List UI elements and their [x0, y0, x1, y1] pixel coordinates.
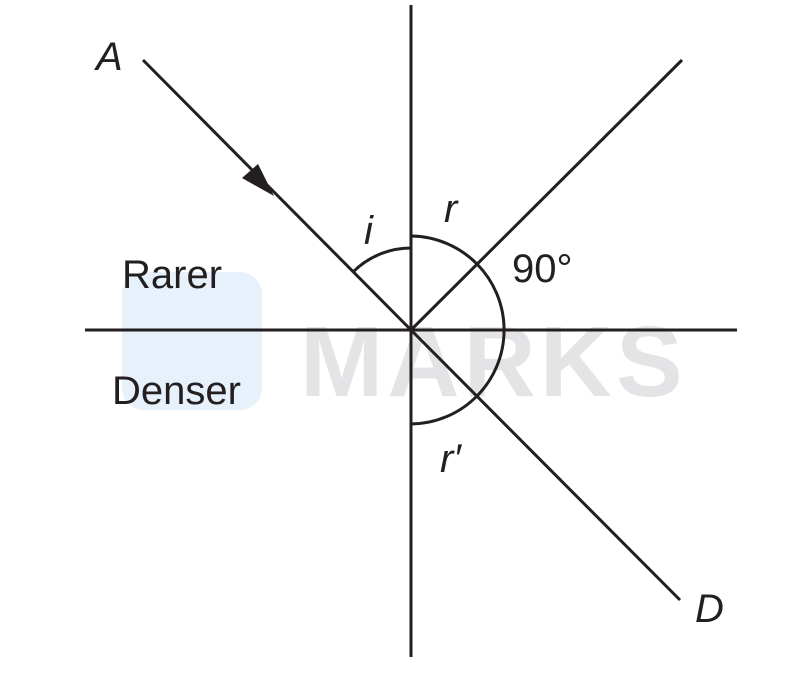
watermark-logo-icon: [122, 272, 262, 410]
label-a: A: [94, 35, 123, 79]
reflected-ray: [409, 58, 684, 332]
angle-i-arc: [351, 246, 412, 274]
incident-ray: [141, 58, 413, 332]
label-r-prime: r′: [440, 437, 462, 481]
label-rarer: Rarer: [122, 253, 222, 297]
watermark-text: MARKS: [300, 306, 687, 418]
angle-90-arc: [475, 262, 506, 398]
label-90-degrees: 90°: [512, 247, 573, 291]
watermark: MARKS: [122, 272, 687, 418]
label-denser: Denser: [112, 369, 241, 413]
angle-r-prime-arc: [410, 394, 479, 426]
arrow-head-icon: [242, 164, 274, 196]
label-i: i: [364, 209, 374, 253]
angle-r-arc: [410, 234, 479, 266]
label-r: r: [444, 187, 459, 231]
label-d: D: [695, 587, 724, 631]
refracted-ray: [409, 328, 682, 602]
